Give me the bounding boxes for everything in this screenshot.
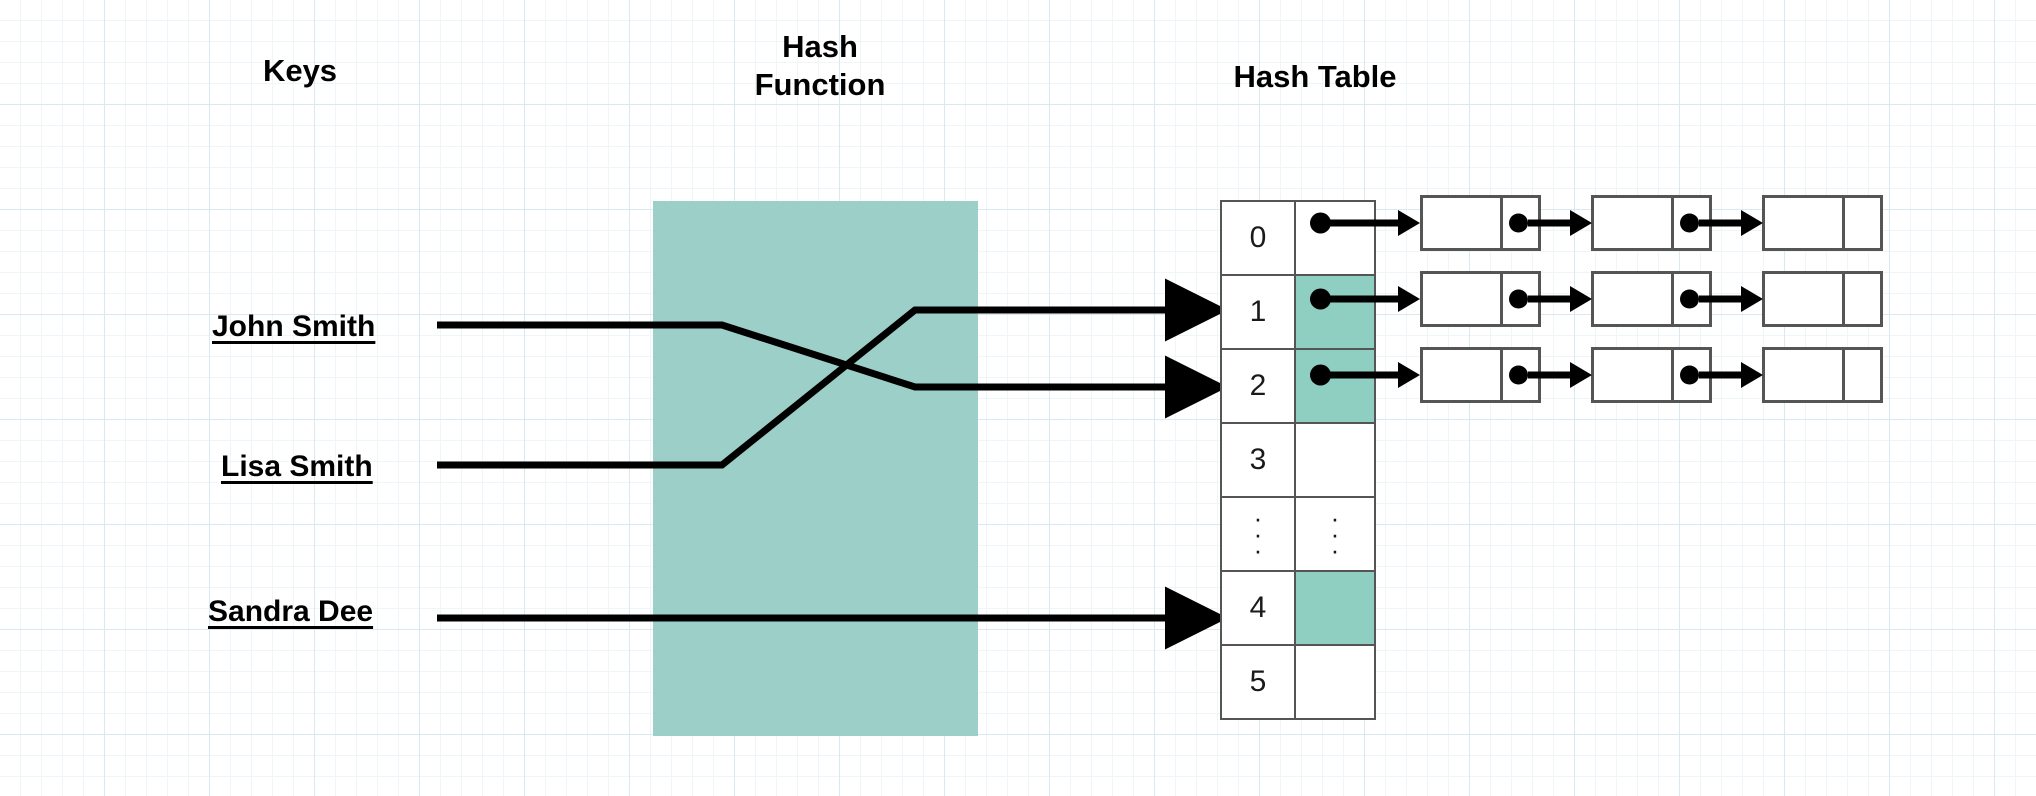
page-title-hash-table: Hash Table	[1233, 59, 1397, 94]
node-data-cell[interactable]	[1765, 198, 1842, 248]
node-pointer-cell-null[interactable]	[1842, 198, 1880, 248]
node-arrow-icon	[1541, 347, 1591, 403]
slot-pointer-0	[1310, 195, 1430, 251]
arrow-shaft	[1320, 219, 1400, 227]
list-item[interactable]	[1420, 195, 1541, 251]
arrow-head-icon	[1398, 362, 1420, 388]
chain-slot-2	[1420, 347, 1883, 403]
slot-index-5: 5	[1220, 644, 1296, 720]
arrow-shaft	[1320, 371, 1400, 379]
slot-value-1[interactable]	[1294, 274, 1376, 350]
slot-value-4[interactable]	[1294, 570, 1376, 646]
slot-index-4: 4	[1220, 570, 1296, 646]
node-data-cell[interactable]	[1423, 198, 1500, 248]
slot-value-ellipsis: · · ·	[1294, 496, 1376, 572]
node-pointer-cell[interactable]	[1671, 274, 1709, 324]
arrow-shaft	[1320, 295, 1400, 303]
table-row: 5	[1220, 644, 1376, 720]
vertical-ellipsis-icon: ·	[1253, 502, 1263, 533]
slot-value-2[interactable]	[1294, 348, 1376, 424]
table-row: 2	[1220, 348, 1376, 424]
slot-index-0: 0	[1220, 200, 1296, 276]
list-item[interactable]	[1591, 195, 1712, 251]
node-arrow-icon	[1541, 195, 1591, 251]
table-row-ellipsis: · · · · · ·	[1220, 496, 1376, 572]
chain-slot-1	[1420, 271, 1883, 327]
node-data-cell[interactable]	[1594, 198, 1671, 248]
page-title-hash-function: Hash Function	[754, 29, 886, 102]
table-row: 0	[1220, 200, 1376, 276]
vertical-ellipsis-icon: ·	[1330, 502, 1340, 533]
page-title-keys: Keys	[262, 53, 338, 88]
node-pointer-cell[interactable]	[1500, 198, 1538, 248]
list-item[interactable]	[1762, 271, 1883, 327]
vertical-ellipsis-icon: ·	[1330, 518, 1340, 549]
slot-index-3: 3	[1220, 422, 1296, 498]
vertical-ellipsis-icon: ·	[1330, 535, 1340, 566]
node-data-cell[interactable]	[1594, 274, 1671, 324]
key-label-lisa-smith: Lisa Smith	[221, 450, 373, 483]
node-data-cell[interactable]	[1423, 274, 1500, 324]
node-arrow-icon	[1712, 347, 1762, 403]
node-data-cell[interactable]	[1765, 274, 1842, 324]
list-item[interactable]	[1591, 347, 1712, 403]
node-data-cell[interactable]	[1423, 350, 1500, 400]
list-item[interactable]	[1762, 347, 1883, 403]
node-data-cell[interactable]	[1765, 350, 1842, 400]
slot-value-3[interactable]	[1294, 422, 1376, 498]
hash-function-box	[653, 201, 978, 736]
list-item[interactable]	[1762, 195, 1883, 251]
node-arrow-icon	[1541, 271, 1591, 327]
node-pointer-cell[interactable]	[1500, 350, 1538, 400]
slot-value-0[interactable]	[1294, 200, 1376, 276]
table-row: 3	[1220, 422, 1376, 498]
table-row: 4	[1220, 570, 1376, 646]
slot-index-ellipsis: · · ·	[1220, 496, 1296, 572]
slot-index-2: 2	[1220, 348, 1296, 424]
node-data-cell[interactable]	[1594, 350, 1671, 400]
list-item[interactable]	[1420, 347, 1541, 403]
node-arrow-icon	[1712, 195, 1762, 251]
node-pointer-cell[interactable]	[1671, 350, 1709, 400]
key-label-john-smith: John Smith	[212, 310, 376, 343]
node-pointer-cell[interactable]	[1500, 274, 1538, 324]
list-item[interactable]	[1420, 271, 1541, 327]
list-item[interactable]	[1591, 271, 1712, 327]
node-pointer-cell-null[interactable]	[1842, 350, 1880, 400]
arrow-head-icon	[1398, 210, 1420, 236]
slot-index-1: 1	[1220, 274, 1296, 350]
table-row: 1	[1220, 274, 1376, 350]
arrow-head-icon	[1398, 286, 1420, 312]
hash-table: 0 1 2 3 · · · ·	[1220, 200, 1376, 720]
node-pointer-cell[interactable]	[1671, 198, 1709, 248]
slot-pointer-2	[1310, 347, 1430, 403]
vertical-ellipsis-icon: ·	[1253, 518, 1263, 549]
node-pointer-cell-null[interactable]	[1842, 274, 1880, 324]
chain-slot-0	[1420, 195, 1883, 251]
vertical-ellipsis-icon: ·	[1253, 535, 1263, 566]
slot-value-5[interactable]	[1294, 644, 1376, 720]
key-label-sandra-dee: Sandra Dee	[208, 595, 374, 628]
node-arrow-icon	[1712, 271, 1762, 327]
slot-pointer-1	[1310, 271, 1430, 327]
